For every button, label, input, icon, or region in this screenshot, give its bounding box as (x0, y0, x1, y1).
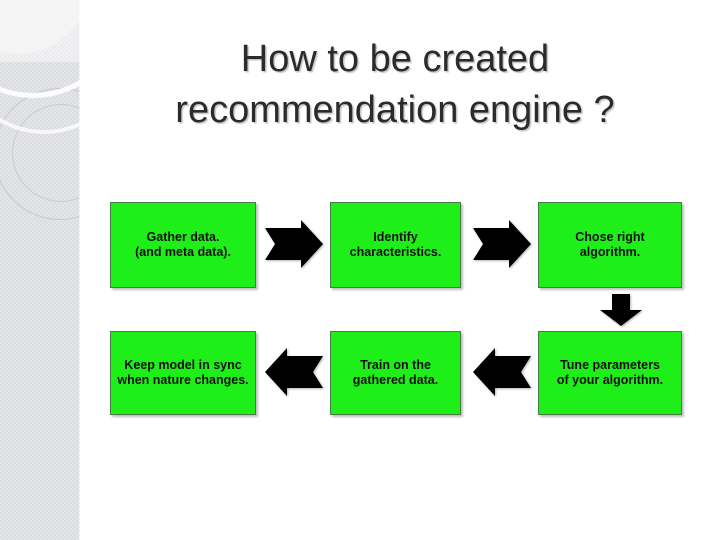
band-light-arc-secondary-icon (0, 0, 80, 134)
arrow-down-step3-to-step4-icon (600, 294, 642, 326)
decorative-side-band (0, 0, 80, 540)
process-step-6-box[interactable]: Keep model in sync when nature changes. (110, 331, 256, 415)
band-edge-divider (79, 0, 80, 540)
arrow-right-step2-to-step3-icon (473, 220, 531, 268)
arrow-left-step5-to-step6-icon (265, 348, 323, 396)
process-step-3-box[interactable]: Chose right algorithm. (538, 202, 682, 288)
process-step-1-box[interactable]: Gather data. (and meta data). (110, 202, 256, 288)
slide-title: How to be created recommendation engine … (175, 38, 615, 131)
process-step-2-box[interactable]: Identify characteristics. (330, 202, 461, 288)
process-step-5-box[interactable]: Train on the gathered data. (330, 331, 461, 415)
arrow-right-step1-to-step2-icon (265, 220, 323, 268)
process-step-4-box[interactable]: Tune parameters of your algorithm. (538, 331, 682, 415)
arrow-left-step4-to-step5-icon (473, 348, 531, 396)
